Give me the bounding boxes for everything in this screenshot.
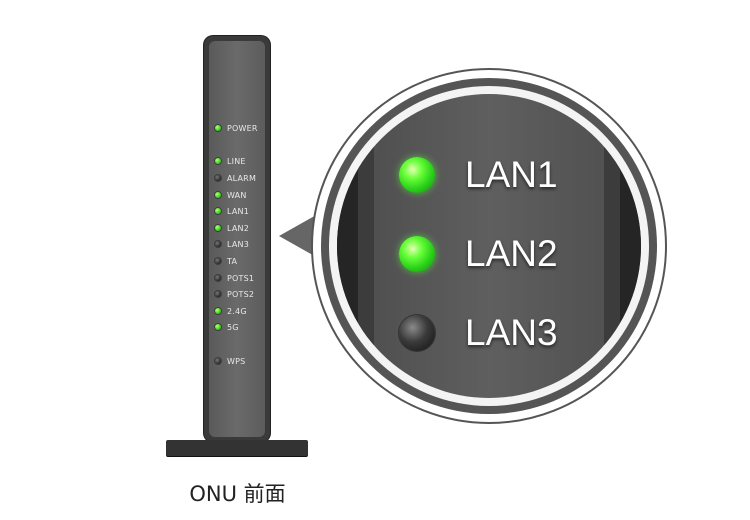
led-icon <box>215 208 221 214</box>
led-row-lan3: LAN3 <box>215 238 249 250</box>
led-icon <box>215 175 221 181</box>
led-icon <box>215 324 221 330</box>
zoom-item-lan2: LAN2 <box>399 233 558 275</box>
led-label: LAN2 <box>227 223 249 233</box>
led-label: 2.4G <box>227 306 247 316</box>
zoom-item-lan3: LAN3 <box>399 312 558 354</box>
led-label: POWER <box>227 123 258 133</box>
led-icon <box>215 158 221 164</box>
led-icon <box>215 125 221 131</box>
led-row-24g: 2.4G <box>215 305 247 317</box>
led-row-wan: WAN <box>215 189 247 201</box>
led-label: LAN1 <box>227 206 249 216</box>
device-caption: ONU 前面 <box>189 482 286 506</box>
led-row-lan1: LAN1 <box>215 205 249 217</box>
zoom-item-lan1: LAN1 <box>399 154 558 196</box>
led-label: POTS2 <box>227 289 255 299</box>
led-label: LINE <box>227 156 246 166</box>
led-icon <box>215 308 221 314</box>
led-icon <box>215 241 221 247</box>
led-icon <box>215 192 221 198</box>
led-icon <box>215 275 221 281</box>
led-icon <box>215 291 221 297</box>
led-label: WAN <box>227 190 247 200</box>
zoom-label: LAN3 <box>465 312 558 353</box>
led-label: 5G <box>227 322 239 332</box>
lan2-led-icon <box>399 236 435 272</box>
led-label: LAN3 <box>227 239 249 249</box>
onu-stand <box>166 440 308 456</box>
led-row-lan2: LAN2 <box>215 222 249 234</box>
callout-pointer <box>279 214 318 258</box>
led-label: POTS1 <box>227 273 255 283</box>
led-row-line: LINE <box>215 155 246 167</box>
led-row-pots1: POTS1 <box>215 272 254 284</box>
led-icon <box>215 225 221 231</box>
lan3-led-icon <box>399 315 435 351</box>
led-icon <box>215 258 221 264</box>
zoom-label: LAN1 <box>465 154 558 195</box>
led-icon <box>215 358 221 364</box>
led-label: WPS <box>227 356 246 366</box>
led-row-5g: 5G <box>215 321 239 333</box>
led-row-power: POWER <box>215 122 258 134</box>
led-row-wps: WPS <box>215 355 245 367</box>
lan1-led-icon <box>399 157 435 193</box>
led-label: TA <box>227 256 238 266</box>
led-label: ALARM <box>227 173 257 183</box>
led-row-alarm: ALARM <box>215 172 256 184</box>
led-row-pots2: POTS2 <box>215 288 254 300</box>
zoom-label: LAN2 <box>465 233 558 274</box>
onu-front-panel <box>209 41 265 437</box>
led-row-ta: TA <box>215 255 237 267</box>
